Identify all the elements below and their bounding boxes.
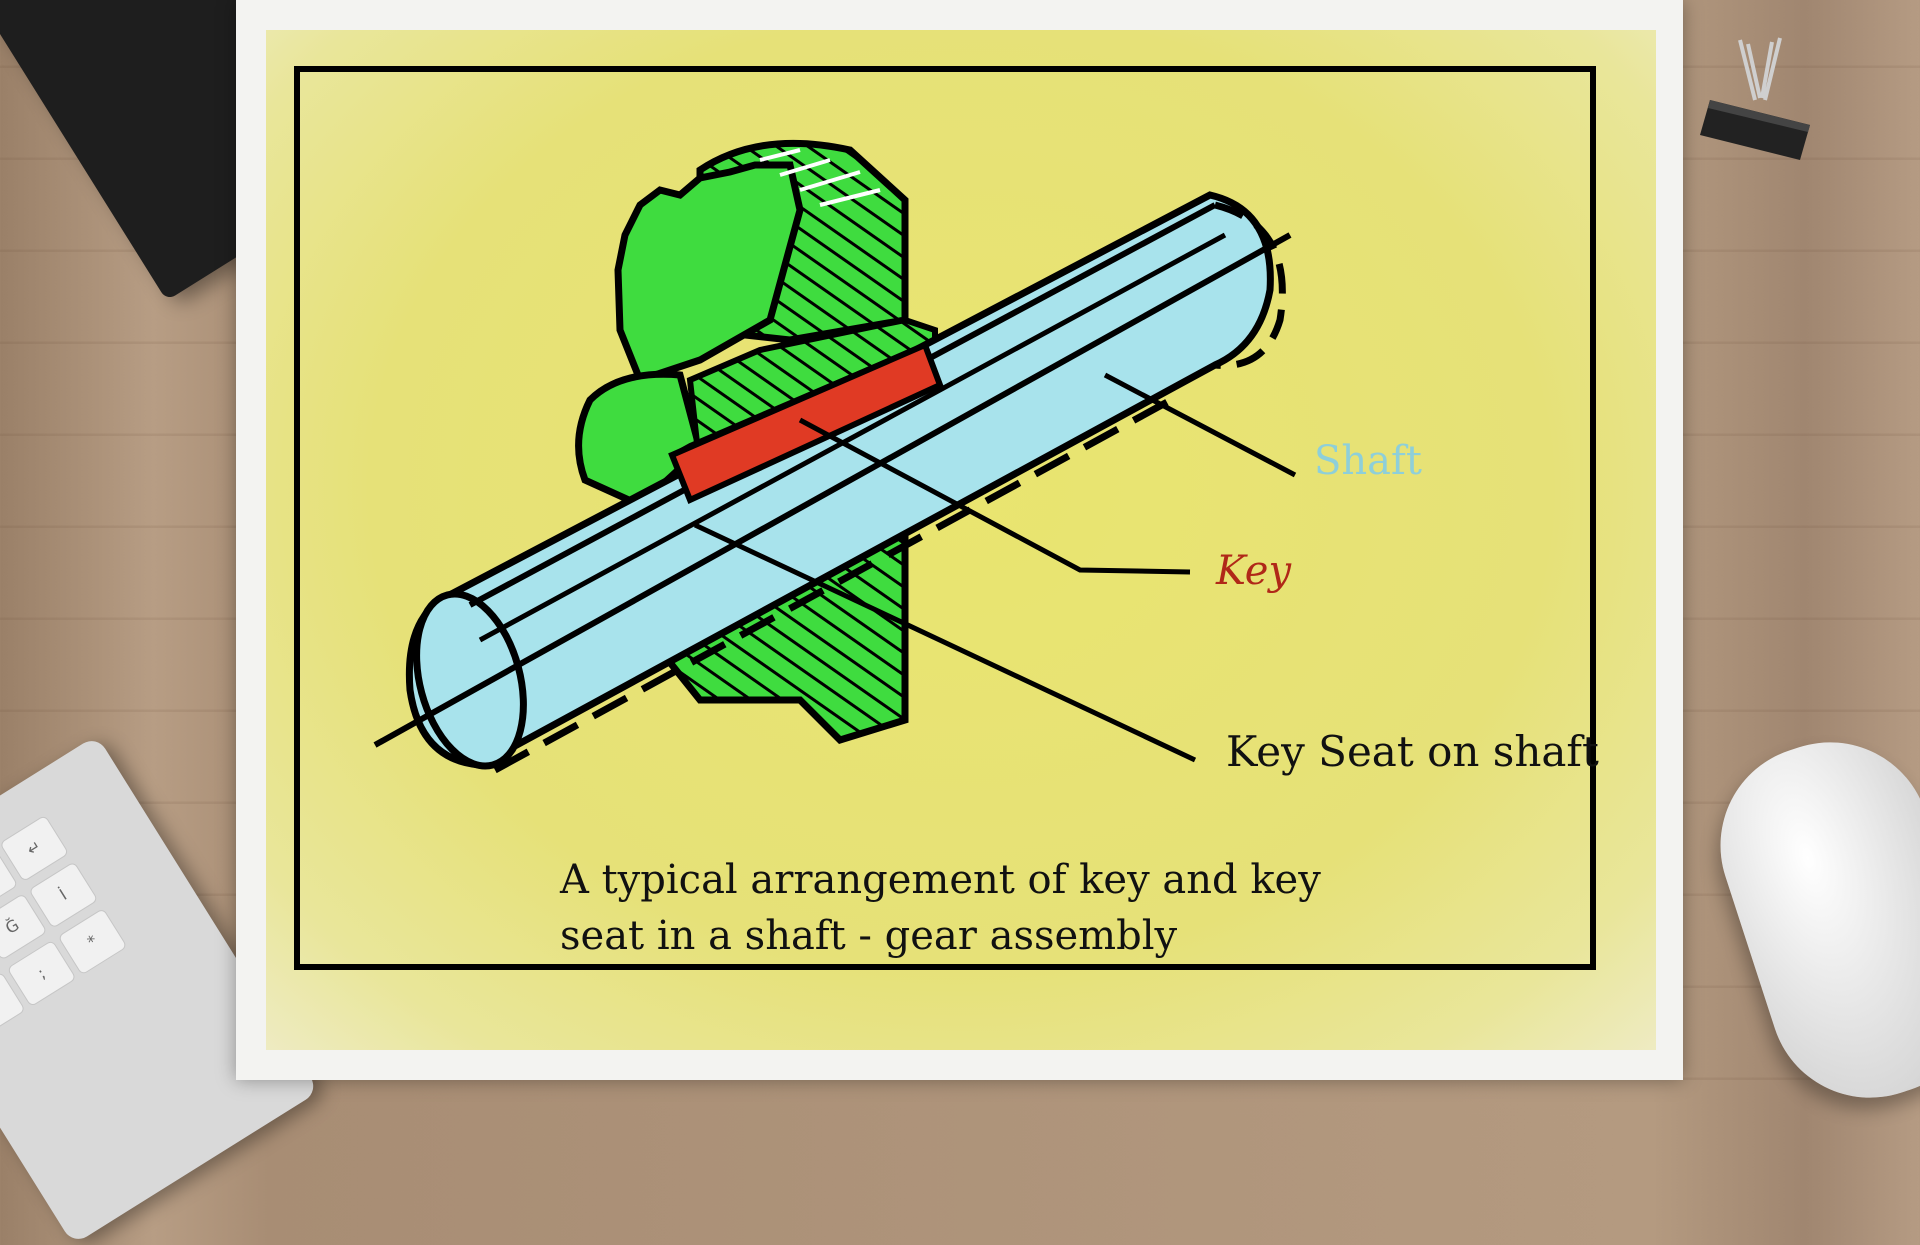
diagram-caption: A typical arrangement of key and key sea… xyxy=(560,852,1321,964)
slide-frame xyxy=(294,66,1596,970)
leader-lines xyxy=(693,372,1297,763)
caption-line-1: A typical arrangement of key and key xyxy=(560,857,1321,903)
shaft xyxy=(373,191,1292,774)
shaft-gear-diagram xyxy=(373,139,1297,774)
slide-background xyxy=(266,30,1656,1050)
binder-clip-icon xyxy=(1700,37,1810,160)
shaft-label: Shaft xyxy=(1314,438,1422,484)
key-label: Key xyxy=(1216,548,1292,594)
key-seat-label: Key Seat on shaft xyxy=(1226,727,1599,776)
caption-line-2: seat in a shaft - gear assembly xyxy=(560,913,1178,959)
